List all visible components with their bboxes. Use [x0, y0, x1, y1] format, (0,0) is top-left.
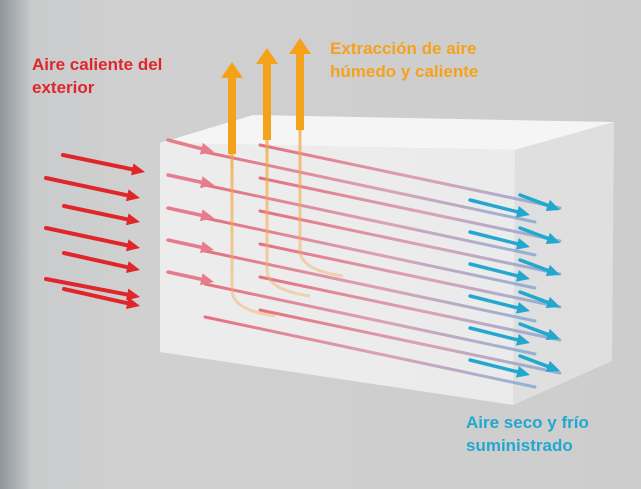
air-flow-line	[203, 183, 537, 257]
arrow-right-blue-icon	[518, 258, 560, 277]
arrow-right-blue-icon	[468, 326, 530, 346]
arrow-right-blue-icon	[468, 262, 530, 282]
air-flow-line	[258, 275, 562, 342]
air-flow-line	[258, 143, 562, 210]
arrow-right-red-icon	[62, 251, 140, 274]
arrow-up-orange-icon	[289, 38, 311, 130]
exhaust-flow	[221, 38, 344, 318]
air-flow-line	[258, 209, 562, 276]
arrow-right-red-icon	[44, 277, 140, 301]
arrow-right-red-icon	[44, 176, 140, 202]
block-top-face	[160, 115, 614, 150]
cold-air-outlet-arrows	[468, 193, 560, 378]
air-flow-line	[258, 176, 562, 243]
arrow-right-blue-icon	[468, 358, 530, 378]
arrow-right-red-icon	[166, 206, 214, 222]
air-flow-line	[203, 282, 537, 356]
arrow-right-blue-icon	[518, 193, 560, 212]
arrow-right-red-icon	[62, 204, 140, 226]
air-flow-line	[258, 242, 562, 309]
arrow-right-blue-icon	[468, 294, 530, 314]
arrow-right-blue-icon	[518, 290, 560, 309]
exhaust-line	[298, 52, 344, 278]
exhaust-line	[230, 76, 276, 318]
air-flow-line	[203, 315, 537, 389]
arrow-right-blue-icon	[468, 198, 530, 218]
arrow-right-red-icon	[61, 153, 145, 176]
arrow-right-blue-icon	[518, 226, 560, 245]
air-flow-line	[258, 308, 562, 375]
exhaust-air-label: Extracción de aire húmedo y caliente	[330, 39, 479, 81]
arrow-right-red-icon	[166, 173, 214, 189]
arrow-right-blue-icon	[468, 230, 530, 250]
exhaust-line	[265, 62, 311, 298]
arrow-right-blue-icon	[518, 322, 560, 341]
arrow-right-red-icon	[44, 226, 140, 252]
arrow-right-red-icon	[166, 138, 214, 155]
hot-outside-air-label: Aire caliente del exterior	[32, 55, 163, 97]
supplied-air-label: Aire seco y frío suministrado	[466, 413, 589, 455]
arrow-right-blue-icon	[518, 354, 560, 373]
air-flow-line	[203, 249, 537, 323]
arrow-right-red-icon	[62, 287, 140, 310]
arrow-right-red-icon	[166, 270, 214, 286]
arrow-up-orange-icon	[221, 62, 243, 154]
arrow-right-red-icon	[166, 238, 214, 254]
air-flow-lines	[203, 143, 562, 389]
air-flow-line	[203, 150, 537, 224]
air-flow-line	[203, 216, 537, 290]
hot-air-inlet-arrows	[44, 138, 214, 310]
arrow-up-orange-icon	[256, 48, 278, 140]
heat-exchanger-block	[160, 115, 614, 405]
